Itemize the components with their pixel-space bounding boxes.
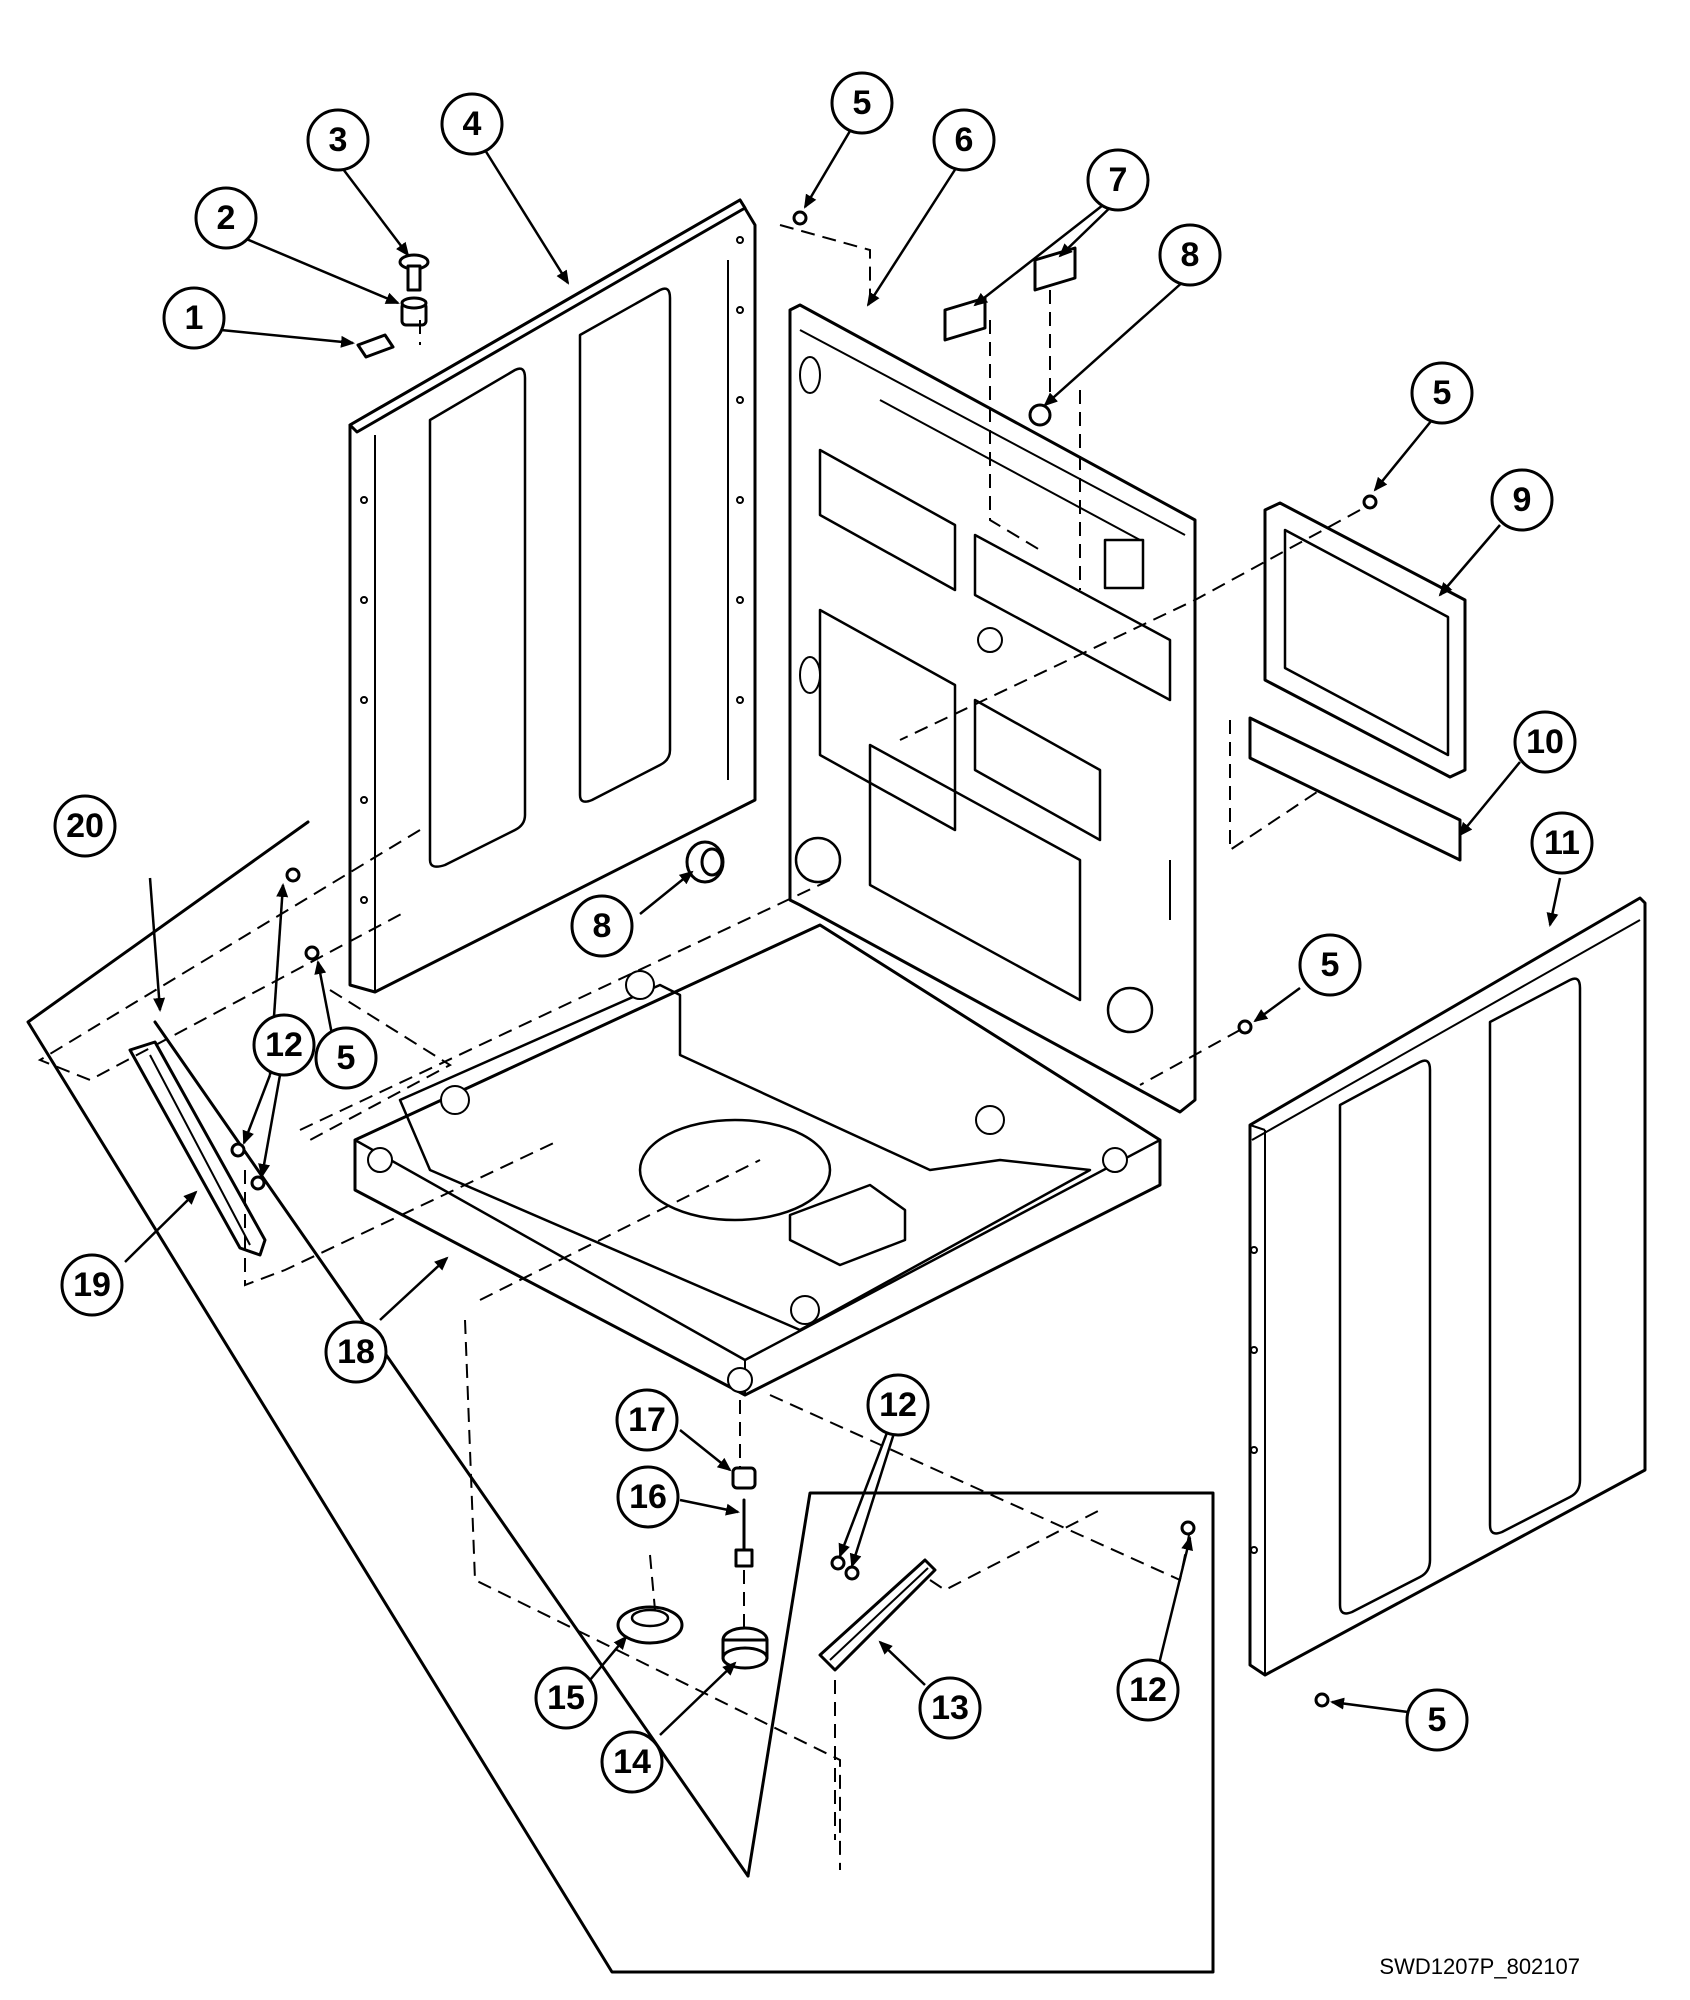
svg-text:5: 5 bbox=[337, 1039, 356, 1077]
bracket-outline-20 bbox=[26, 820, 1215, 1974]
callout-10: 10 bbox=[1513, 710, 1577, 774]
svg-text:20: 20 bbox=[66, 807, 104, 845]
callout-3: 3 bbox=[306, 108, 370, 172]
svg-text:5: 5 bbox=[853, 84, 872, 122]
svg-text:5: 5 bbox=[1428, 1701, 1447, 1739]
callout-12-right: 12 bbox=[1116, 1658, 1180, 1722]
figure-code: SWD1207P_802107 bbox=[1379, 1954, 1580, 1979]
leveling-leg-part-16 bbox=[734, 1498, 754, 1568]
callout-17: 17 bbox=[615, 1388, 679, 1452]
callout-5-left: 5 bbox=[314, 1026, 378, 1090]
rear-panel bbox=[788, 303, 1197, 1114]
callout-12-left: 12 bbox=[252, 1013, 316, 1077]
svg-text:5: 5 bbox=[1321, 946, 1340, 984]
callout-6: 6 bbox=[932, 108, 996, 172]
svg-text:8: 8 bbox=[593, 907, 612, 945]
svg-text:6: 6 bbox=[955, 121, 974, 159]
callouts: 1 2 3 4 5 5 5 5 5 6 7 8 8 9 10 11 12 12 … bbox=[53, 71, 1594, 1794]
svg-text:9: 9 bbox=[1513, 481, 1532, 519]
callout-16: 16 bbox=[616, 1465, 680, 1529]
svg-text:8: 8 bbox=[1181, 236, 1200, 274]
screw-glyphs bbox=[230, 210, 1378, 1708]
corner-brace-part-19 bbox=[128, 1040, 267, 1257]
svg-text:3: 3 bbox=[329, 121, 348, 159]
callout-7: 7 bbox=[1086, 148, 1150, 212]
screw-part-3 bbox=[398, 253, 430, 292]
label-part-7 bbox=[943, 246, 1077, 342]
grommet-part-8-lower bbox=[685, 840, 725, 884]
svg-text:19: 19 bbox=[73, 1266, 111, 1304]
callout-14: 14 bbox=[600, 1730, 664, 1794]
svg-text:5: 5 bbox=[1433, 374, 1452, 412]
svg-text:12: 12 bbox=[1129, 1671, 1167, 1709]
callout-8-lower: 8 bbox=[570, 894, 634, 958]
callout-20: 20 bbox=[53, 794, 117, 858]
rubber-foot-part-15 bbox=[616, 1605, 684, 1645]
callout-19: 19 bbox=[60, 1253, 124, 1317]
svg-text:15: 15 bbox=[547, 1679, 585, 1717]
svg-text:17: 17 bbox=[628, 1401, 666, 1439]
base-frame bbox=[353, 923, 1162, 1397]
leveling-nut-part-17 bbox=[731, 1466, 757, 1490]
grommet-part-8-top bbox=[1028, 403, 1052, 427]
svg-text:4: 4 bbox=[463, 105, 482, 143]
svg-text:14: 14 bbox=[613, 1743, 651, 1781]
svg-text:18: 18 bbox=[337, 1333, 375, 1371]
plug-part-1 bbox=[356, 333, 395, 359]
callout-2: 2 bbox=[194, 186, 258, 250]
right-side-panel bbox=[1248, 896, 1647, 1677]
callout-5-top: 5 bbox=[830, 71, 894, 135]
svg-text:1: 1 bbox=[185, 299, 204, 337]
trim-strip bbox=[1248, 716, 1462, 862]
callout-9: 9 bbox=[1490, 468, 1554, 532]
callout-13: 13 bbox=[918, 1676, 982, 1740]
foot-cap-part-14 bbox=[721, 1626, 769, 1670]
callout-5-right-middle: 5 bbox=[1298, 933, 1362, 997]
svg-text:13: 13 bbox=[931, 1689, 969, 1727]
callout-5-bottom-right: 5 bbox=[1405, 1688, 1469, 1752]
callout-4: 4 bbox=[440, 92, 504, 156]
callout-18: 18 bbox=[324, 1320, 388, 1384]
svg-text:10: 10 bbox=[1526, 723, 1564, 761]
svg-text:16: 16 bbox=[629, 1478, 667, 1516]
callout-8-top: 8 bbox=[1158, 223, 1222, 287]
callout-5-right-upper: 5 bbox=[1410, 361, 1474, 425]
callout-15: 15 bbox=[534, 1666, 598, 1730]
corner-brace-part-13 bbox=[818, 1558, 937, 1672]
left-side-panel bbox=[348, 198, 757, 994]
svg-text:12: 12 bbox=[265, 1026, 303, 1064]
svg-text:7: 7 bbox=[1109, 161, 1128, 199]
svg-text:11: 11 bbox=[1544, 824, 1580, 862]
callout-12-bottom: 12 bbox=[866, 1373, 930, 1437]
svg-text:2: 2 bbox=[217, 199, 236, 237]
callout-11: 11 bbox=[1530, 811, 1594, 875]
svg-text:12: 12 bbox=[879, 1386, 917, 1424]
callout-1: 1 bbox=[162, 286, 226, 350]
spacer-part-2 bbox=[400, 296, 428, 327]
access-cover-plate bbox=[1263, 501, 1467, 779]
